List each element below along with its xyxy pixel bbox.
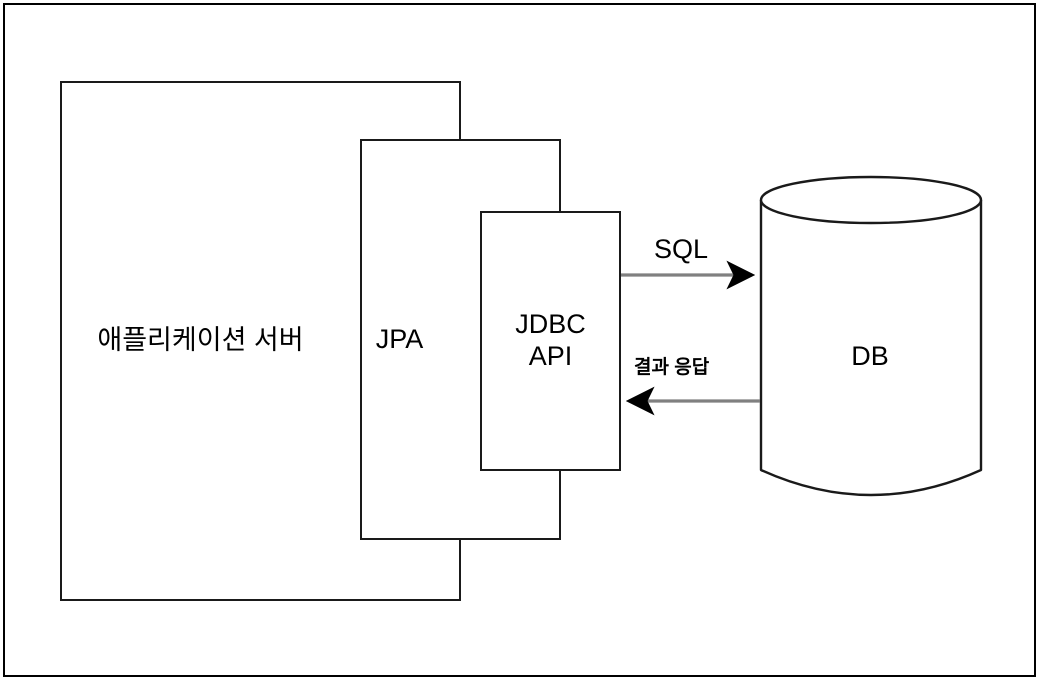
- node-database-label: DB: [851, 341, 889, 371]
- node-jpa-label: JPA: [375, 323, 424, 354]
- node-jdbc-api[interactable]: JDBC API: [480, 211, 621, 471]
- node-database-cylinder[interactable]: [755, 170, 987, 515]
- arrow-sql-label: SQL: [654, 234, 709, 264]
- database-cylinder-icon: [759, 175, 983, 497]
- node-application-server-label: 애플리케이션 서버: [97, 325, 304, 356]
- arrow-result-label: 결과 응답: [634, 357, 710, 378]
- node-jdbc-api-label: JDBC API: [515, 309, 586, 371]
